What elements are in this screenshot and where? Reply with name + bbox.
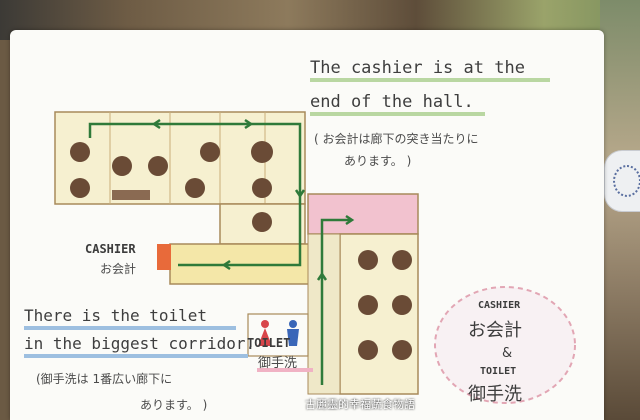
highlight-line xyxy=(24,354,248,358)
table xyxy=(392,340,412,360)
cashier-label-jp: お会計 xyxy=(100,262,137,276)
watermark: 古麗靈的幸福蔬食物語 xyxy=(305,398,415,411)
cloud-toilet-jp: 御手洗 xyxy=(468,384,522,405)
table xyxy=(392,295,412,315)
header-line-1: The cashier is at the xyxy=(310,58,525,78)
toilet-note-line-2: in the biggest corridor. xyxy=(24,334,256,353)
cashier-box xyxy=(157,244,171,270)
table xyxy=(252,178,272,198)
table xyxy=(70,142,90,162)
table xyxy=(148,156,168,176)
highlight-line xyxy=(257,368,313,372)
table xyxy=(358,340,378,360)
cashier-label-en: CASHIER xyxy=(85,242,136,256)
cloud-cashier-en: CASHIER xyxy=(478,300,521,311)
room-pink xyxy=(307,193,419,235)
summary-cloud xyxy=(434,286,576,404)
table xyxy=(252,212,272,232)
table xyxy=(358,295,378,315)
table xyxy=(112,156,132,176)
header-jp-1: ( お会計は廊下の突き当たりに xyxy=(314,132,479,146)
toilet-women-icon xyxy=(258,320,272,346)
table xyxy=(251,141,273,163)
toilet-note-jp-2: あります。 ) xyxy=(140,398,208,412)
toilet-note-line-1: There is the toilet xyxy=(24,306,208,325)
highlight-line xyxy=(310,112,485,116)
floor-map-sheet: The cashier is at the end of the hall. (… xyxy=(10,30,604,420)
table xyxy=(392,250,412,270)
table xyxy=(70,178,90,198)
tea-bowl-image xyxy=(604,150,640,212)
toilet-label-jp: 御手洗 xyxy=(258,356,298,371)
floor-plan xyxy=(54,111,419,395)
header-jp-2: あります。 ) xyxy=(344,154,412,168)
toilet-label-en: TOILET xyxy=(247,336,291,350)
cloud-ampersand: & xyxy=(502,346,513,361)
toilet-men-icon xyxy=(287,320,299,346)
counter xyxy=(112,190,150,200)
highlight-line xyxy=(310,78,550,82)
table xyxy=(358,250,378,270)
table xyxy=(200,142,220,162)
tables xyxy=(70,141,412,360)
cloud-toilet-en: TOILET xyxy=(480,366,517,377)
toilet-note-jp-1: (御手洗は 1番広い廊下に xyxy=(36,372,173,386)
corridor xyxy=(307,233,341,395)
highlight-line xyxy=(24,326,236,330)
table xyxy=(185,178,205,198)
header-line-2: end of the hall. xyxy=(310,92,474,112)
route-arrows xyxy=(88,118,355,385)
cloud-cashier-jp: お会計 xyxy=(468,320,522,341)
